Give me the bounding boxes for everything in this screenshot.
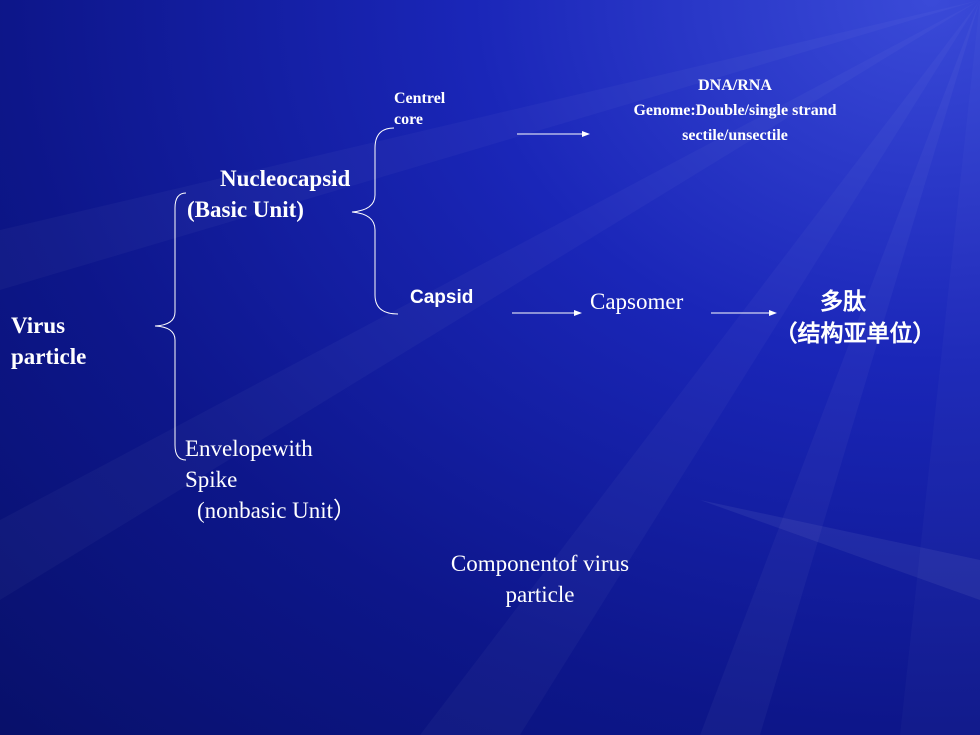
capsomer-label: Capsomer [590,289,684,314]
virus-particle-label: Virus particle [11,313,87,369]
capsid-label: Capsid [410,287,474,308]
capsomer-to-polypeptide-arrow [711,310,777,316]
envelope-label: Envelopewith Spike (nonbasic Unit） [185,436,357,523]
polypeptide-label: 多肽 （结构亚单位） [774,289,936,347]
nucleocapsid-brace [351,127,399,315]
main-brace [154,192,187,461]
genome-label: DNA/RNA Genome:Double/single strand sect… [633,77,837,144]
capsid-to-capsomer-arrow [512,310,582,316]
core-to-genome-arrow [517,131,590,137]
central-core-label: Centrel core [394,90,446,128]
nucleocapsid-label: Nucleocapsid (Basic Unit) [187,166,351,222]
diagram-caption: Componentof virus particle [450,551,630,607]
